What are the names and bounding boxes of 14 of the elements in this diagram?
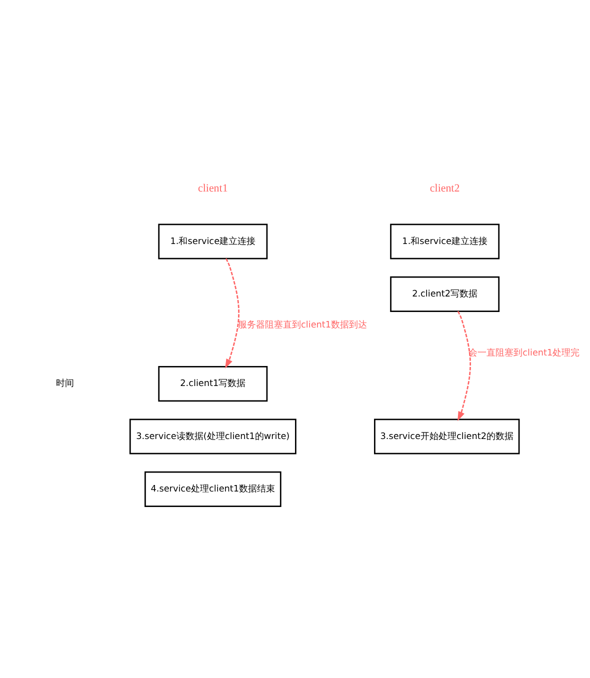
label: 时间 bbox=[56, 379, 74, 390]
arrow bbox=[457, 310, 471, 422]
arrow bbox=[225, 258, 240, 369]
node-box: 4.service处理client1数据结束 bbox=[144, 471, 282, 507]
node-box: 3.service开始处理client2的数据 bbox=[374, 418, 520, 454]
node-box: 1.和service建立连接 bbox=[158, 224, 268, 260]
label: client2 bbox=[430, 182, 460, 194]
node-box: 2.client2写数据 bbox=[390, 276, 500, 312]
edge-label: 会一直阻塞到client1处理完 bbox=[468, 348, 580, 358]
node-box: 3.service读数据(处理client1的write) bbox=[129, 418, 296, 454]
label: client1 bbox=[198, 182, 228, 194]
node-box: 1.和service建立连接 bbox=[390, 224, 500, 260]
edge-label: 服务器阻塞直到client1数据到达 bbox=[238, 320, 368, 330]
node-box: 2.client1写数据 bbox=[158, 366, 268, 402]
